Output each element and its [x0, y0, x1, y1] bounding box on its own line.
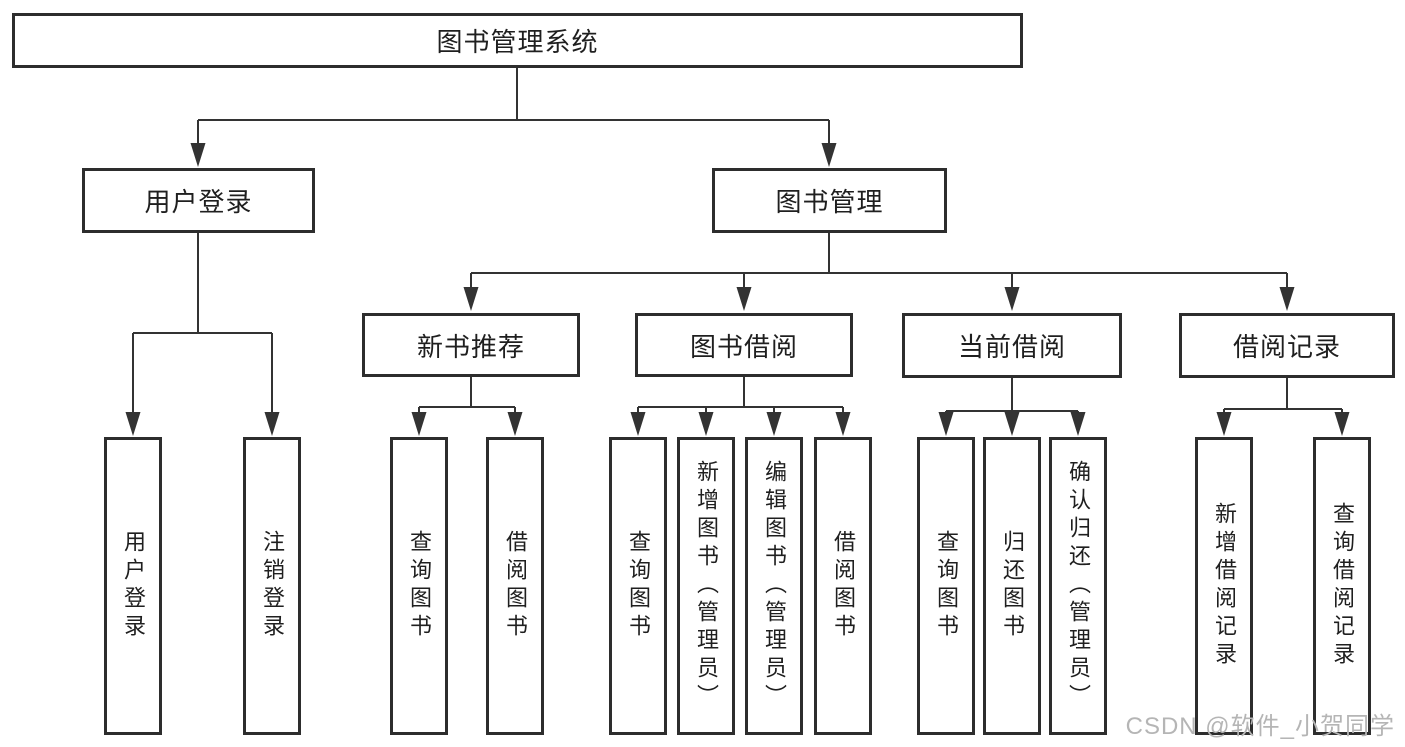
node-label: 新增图书（管理员）: [694, 460, 719, 712]
leaf-edit-book-admin: 编辑图书（管理员）: [745, 437, 803, 735]
node-label: 图书管理: [775, 187, 884, 217]
leaf-add-borrow-record: 新增借阅记录: [1195, 437, 1253, 735]
csdn-watermark: CSDN @软件_小贺同学: [1125, 713, 1395, 740]
leaf-borrow-books-1: 借阅图书: [486, 437, 544, 735]
node-label: 用户登录: [144, 187, 253, 217]
node-borrow-records: 借阅记录: [1179, 313, 1395, 378]
leaf-query-books-1: 查询图书: [390, 437, 448, 735]
leaf-logout: 注销登录: [243, 437, 301, 735]
leaf-confirm-return-admin: 确认归还（管理员）: [1049, 437, 1107, 735]
node-label: 归还图书: [1000, 530, 1025, 642]
node-label: 借阅记录: [1232, 332, 1341, 362]
node-label: 查询图书: [407, 530, 432, 642]
node-label: 图书借阅: [689, 331, 798, 362]
node-user-login: 用户登录: [82, 168, 315, 233]
node-label: 查询借阅记录: [1330, 502, 1355, 670]
node-label: 编辑图书（管理员）: [762, 460, 787, 712]
node-label: 注销登录: [260, 530, 285, 642]
node-label: 借阅图书: [831, 530, 856, 642]
node-label: 图书管理系统: [436, 27, 599, 57]
node-label: 当前借阅: [957, 332, 1066, 362]
node-label: 用户登录: [121, 530, 146, 642]
leaf-query-borrow-record: 查询借阅记录: [1313, 437, 1371, 735]
node-label: 借阅图书: [503, 530, 528, 642]
leaf-return-book: 归还图书: [983, 437, 1041, 735]
leaf-user-login: 用户登录: [104, 437, 162, 735]
leaf-borrow-books-2: 借阅图书: [814, 437, 872, 735]
node-book-management: 图书管理: [712, 168, 947, 233]
node-new-book-recommend: 新书推荐: [362, 313, 580, 377]
node-label: 查询图书: [934, 530, 959, 642]
node-label: 查询图书: [626, 530, 651, 642]
leaf-add-book-admin: 新增图书（管理员）: [677, 437, 735, 735]
leaf-query-books-2: 查询图书: [609, 437, 667, 735]
node-label: 新书推荐: [416, 331, 525, 362]
node-library-management-system: 图书管理系统: [12, 13, 1023, 68]
node-current-borrow: 当前借阅: [902, 313, 1122, 378]
node-label: 新增借阅记录: [1212, 502, 1237, 670]
node-label: 确认归还（管理员）: [1066, 460, 1091, 712]
leaf-query-books-3: 查询图书: [917, 437, 975, 735]
arrowhead-icons: [125, 143, 1350, 436]
node-book-borrow: 图书借阅: [635, 313, 853, 377]
